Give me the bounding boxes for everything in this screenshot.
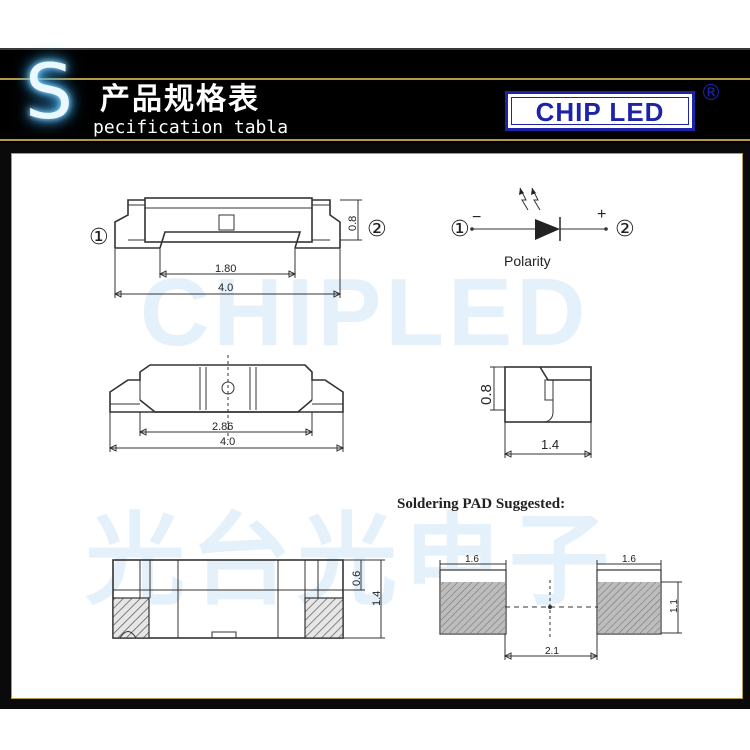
- end-view-height-dim: 0.8: [478, 384, 495, 405]
- pad-left-width-dim: 1.6: [465, 554, 479, 565]
- header-gold-rule: [0, 78, 750, 80]
- header-top-rule: [0, 48, 750, 50]
- pin-1-label: ①: [89, 225, 109, 250]
- bottom-view: 0.6 1.4: [112, 559, 385, 639]
- s-logo-icon: S: [24, 47, 74, 136]
- top-view-inner-dim: 1.80: [215, 263, 236, 275]
- top-view-height-dim: 0.8: [347, 216, 359, 231]
- end-view: 0.8 1.4: [478, 366, 593, 458]
- bottom-view-total-dim: 1.4: [371, 591, 383, 606]
- pad-right-width-dim: 1.6: [622, 554, 636, 565]
- watermark-english: CHIPLED: [140, 259, 589, 366]
- soldering-pad-title: Soldering PAD Suggested:: [397, 496, 565, 512]
- polarity-minus-sign: −: [472, 209, 481, 226]
- polarity-pin-1-label: ①: [450, 217, 470, 242]
- polarity-plus-sign: +: [597, 206, 606, 223]
- polarity-label: Polarity: [504, 253, 551, 269]
- side-view-inner-dim: 2.86: [212, 421, 233, 433]
- pad-pitch-dim: 2.1: [545, 646, 559, 657]
- bottom-view-small-dim: 0.6: [351, 571, 363, 586]
- pin-2-label: ②: [367, 217, 387, 242]
- polarity-diagram: ① − + ② Polarity: [450, 187, 635, 269]
- end-view-width-dim: 1.4: [541, 437, 559, 452]
- brand-name: CHIP LED: [511, 97, 689, 126]
- diode-symbol-icon: [535, 219, 560, 240]
- soldering-pad: Soldering PAD Suggested: 1.6 1.6 1.1 2.1: [397, 496, 682, 660]
- title-english: pecification tabla: [93, 117, 289, 138]
- header-bottom-gold-rule: [0, 139, 750, 141]
- brand-logo: CHIP LED: [505, 91, 695, 131]
- registered-mark: ®: [700, 81, 722, 106]
- polarity-pin-2-label: ②: [615, 217, 635, 242]
- side-view-total-dim: 4.0: [220, 436, 235, 448]
- top-view-total-dim: 4.0: [218, 282, 233, 294]
- side-view: 2.86 4.0: [108, 355, 345, 452]
- top-view: ① ② 0.8 1.80 4.0: [89, 197, 387, 298]
- title-chinese: 产品规格表: [100, 82, 260, 117]
- pad-height-dim: 1.1: [669, 599, 680, 613]
